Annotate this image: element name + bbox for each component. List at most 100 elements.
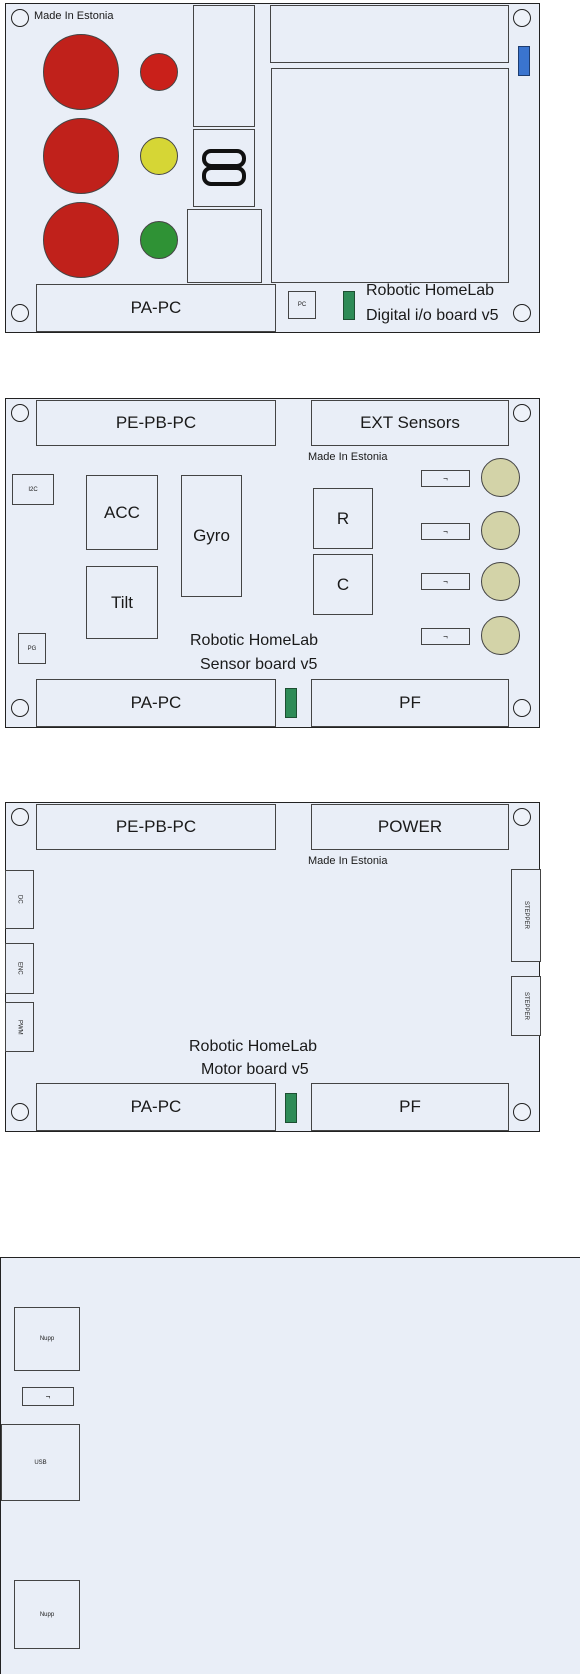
stepper-label: STEPPER [523, 901, 529, 930]
board-subtitle: Motor board v5 [201, 1061, 309, 1078]
connector-pf: PF [311, 679, 509, 727]
accelerometer-box: ACC [86, 475, 158, 550]
component-box [187, 209, 262, 283]
board-title: Robotic HomeLab [189, 1038, 318, 1055]
connector-label: PF [399, 1097, 421, 1116]
gyro-label: Gyro [193, 526, 230, 545]
controller-board: Nupp ¬ USB Nupp [0, 1257, 580, 1674]
mount-hole [11, 9, 29, 27]
usb-label: USB [34, 1459, 47, 1466]
connector-power: POWER [311, 804, 509, 850]
switch-mark: ¬ [45, 1392, 51, 1401]
made-in-label: Made In Estonia [308, 855, 388, 867]
accelerometer-label: ACC [104, 502, 140, 522]
lcd-display-area [271, 68, 509, 283]
pg-chip: PG [18, 633, 46, 664]
seven-segment-digit-icon [202, 149, 246, 186]
board-subtitle: Digital i/o board v5 [366, 307, 499, 324]
pc-chip-label: PC [297, 302, 307, 308]
sensor-board: PE-PB-PC EXT Sensors Made In Estonia I2C… [5, 398, 540, 728]
board-subtitle: Sensor board v5 [200, 656, 318, 673]
switch-mark: ¬ [443, 474, 448, 483]
connector-pe-pb-pc: PE-PB-PC [36, 400, 276, 446]
tilt-box: Tilt [86, 566, 158, 639]
component-box [193, 5, 255, 127]
resistor-box: R [313, 488, 373, 549]
yellow-led [140, 137, 178, 175]
digital-io-board: Made In Estonia PA-PC PC Robotic HomeLab… [5, 3, 540, 333]
mount-hole [513, 808, 531, 826]
big-red-button [43, 202, 119, 278]
mount-hole [11, 808, 29, 826]
button-nupp: Nupp [14, 1307, 80, 1371]
resistor-label: R [336, 508, 350, 528]
switch-box: ¬ [421, 573, 470, 590]
mount-hole [11, 1103, 29, 1121]
blue-led [518, 46, 530, 76]
switch-box: ¬ [421, 523, 470, 540]
connector-ext-sensors: EXT Sensors [311, 400, 509, 446]
made-in-label: Made In Estonia [308, 451, 388, 463]
tilt-label: Tilt [110, 592, 134, 612]
switch-box: ¬ [22, 1387, 74, 1406]
connector-label: PA-PC [130, 693, 182, 712]
made-in-label: Made In Estonia [34, 10, 114, 22]
seven-segment-display [193, 129, 255, 207]
motor-board: PE-PB-PC POWER Made In Estonia DC ENC PW… [5, 802, 541, 1132]
mount-hole [11, 699, 29, 717]
usb-connector: USB [1, 1424, 80, 1501]
switch-mark: ¬ [443, 527, 448, 536]
red-led [140, 53, 178, 91]
big-red-button [43, 118, 119, 194]
connector-label: EXT Sensors [360, 413, 460, 432]
connector-label: PE-PB-PC [115, 817, 197, 836]
sensor-pad [481, 616, 520, 655]
dc-connector: DC [5, 870, 34, 929]
capacitor-label: C [336, 574, 350, 594]
stepper-connector: STEPPER [511, 869, 541, 962]
mount-hole [513, 404, 531, 422]
switch-mark: ¬ [443, 577, 448, 586]
stepper-label: STEPPER [523, 991, 529, 1020]
enc-connector: ENC [5, 943, 34, 994]
switch-box: ¬ [421, 470, 470, 487]
pwm-connector: PWM [5, 1002, 34, 1052]
i2c-chip: I2C [12, 474, 54, 505]
pg-label: PG [27, 645, 37, 652]
sensor-pad [481, 511, 520, 550]
connector-pa-pc: PA-PC [36, 284, 276, 332]
connector-pa-pc: PA-PC [36, 1083, 276, 1131]
pc-chip: PC [288, 291, 316, 319]
button-label: Nupp [39, 1611, 55, 1618]
mount-hole [513, 1103, 531, 1121]
mount-hole [11, 304, 29, 322]
connector-pa-pc: PA-PC [36, 679, 276, 727]
switch-mark: ¬ [443, 632, 448, 641]
button-nupp: Nupp [14, 1580, 80, 1649]
switch-box: ¬ [421, 628, 470, 645]
stepper-connector: STEPPER [511, 976, 541, 1036]
sensor-pad [481, 562, 520, 601]
i2c-label: I2C [28, 486, 38, 493]
connector-label: PA-PC [130, 298, 182, 317]
gyro-box: Gyro [181, 475, 242, 597]
lcd-connector [270, 5, 509, 63]
dc-label: DC [16, 895, 23, 904]
status-led [343, 291, 355, 320]
connector-label: PE-PB-PC [115, 413, 197, 432]
connector-label: POWER [377, 817, 443, 836]
connector-label: PA-PC [130, 1097, 182, 1116]
status-led [285, 688, 297, 718]
status-led [285, 1093, 297, 1123]
mount-hole [513, 699, 531, 717]
mount-hole [513, 9, 531, 27]
board-title: Robotic HomeLab [190, 632, 319, 649]
pwm-label: PWM [16, 1019, 23, 1035]
sensor-pad [481, 458, 520, 497]
mount-hole [11, 404, 29, 422]
connector-label: PF [399, 693, 421, 712]
big-red-button [43, 34, 119, 110]
connector-pf: PF [311, 1083, 509, 1131]
capacitor-box: C [313, 554, 373, 615]
connector-pe-pb-pc: PE-PB-PC [36, 804, 276, 850]
